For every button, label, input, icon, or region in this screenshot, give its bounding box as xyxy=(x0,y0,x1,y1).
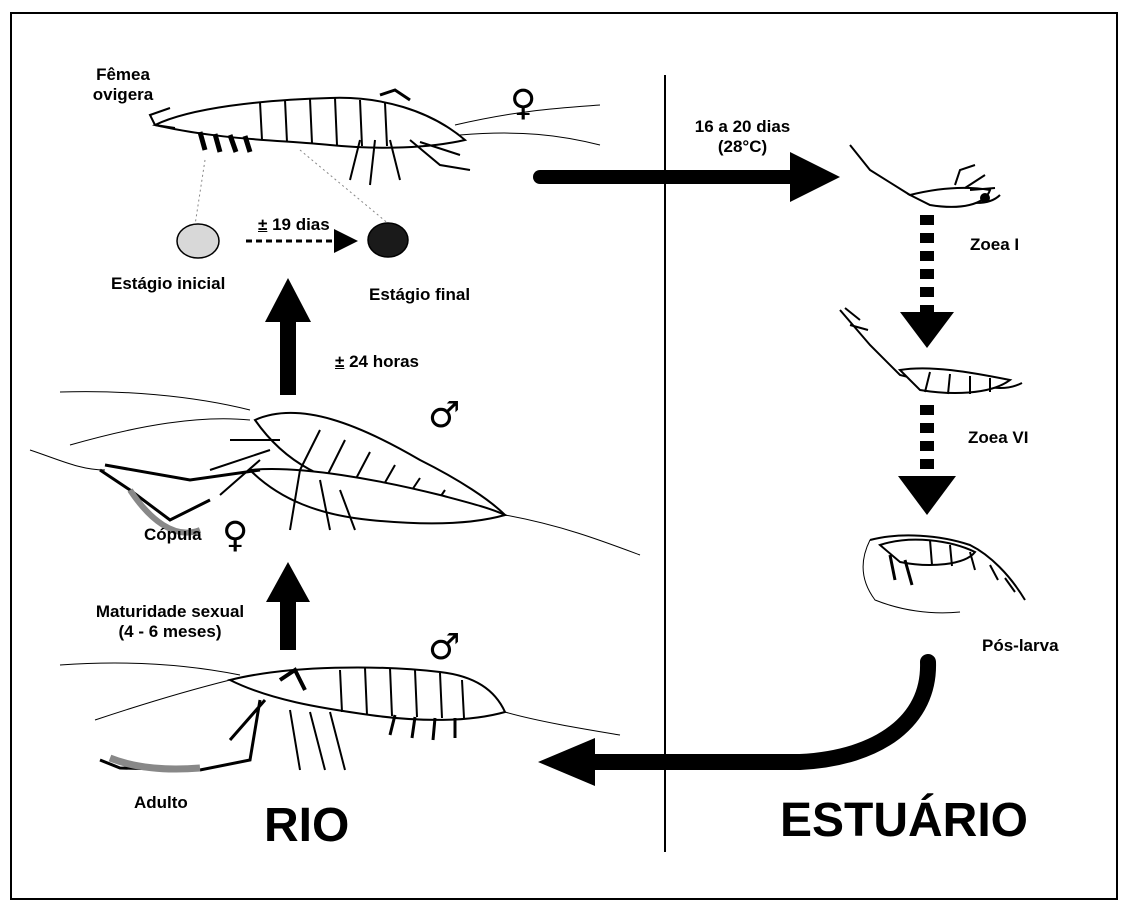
label-femea-ovigera: Fêmea ovigera xyxy=(83,65,163,105)
label-estagio-final: Estágio final xyxy=(369,285,470,305)
egg-guide-lines xyxy=(195,150,390,225)
arrow-estuary-to-river xyxy=(538,662,928,786)
label-zoea-1: Zoea I xyxy=(970,235,1019,255)
label-copula: Cópula xyxy=(144,525,202,545)
larva-pos-larva xyxy=(863,535,1025,612)
female-symbol-copula: ♀ xyxy=(222,518,248,554)
arrow-zoea1-to-zoea6 xyxy=(900,215,954,348)
label-pos-larva: Pós-larva xyxy=(982,636,1059,656)
label-16-20-dias: 16 a 20 dias (28°C) xyxy=(680,117,805,157)
label-24-horas: ± 24 horas xyxy=(335,352,419,372)
female-symbol-top: ♀ xyxy=(510,86,536,122)
egg-final-stage xyxy=(368,223,408,257)
label-estagio-inicial: Estágio inicial xyxy=(111,274,225,294)
egg-initial-stage xyxy=(177,224,219,258)
shrimp-copula-pair xyxy=(30,392,640,555)
label-maturidade-sexual: Maturidade sexual (4 - 6 meses) xyxy=(55,602,285,642)
arrow-river-to-estuary xyxy=(540,152,840,202)
arrow-copula-to-eggs xyxy=(265,278,311,395)
larva-zoea-1 xyxy=(850,145,1000,207)
arrow-zoea6-to-poslarva xyxy=(898,405,956,515)
label-adulto: Adulto xyxy=(134,793,188,813)
male-symbol-adult: ♂ xyxy=(428,630,460,666)
label-19-dias: ± 19 dias xyxy=(258,215,330,235)
male-symbol-copula: ♂ xyxy=(428,398,460,434)
shrimp-adult xyxy=(60,663,620,770)
label-zoea-6: Zoea VI xyxy=(968,428,1028,448)
region-title-rio: RIO xyxy=(264,800,349,852)
region-title-estuario: ESTUÁRIO xyxy=(780,795,1028,847)
